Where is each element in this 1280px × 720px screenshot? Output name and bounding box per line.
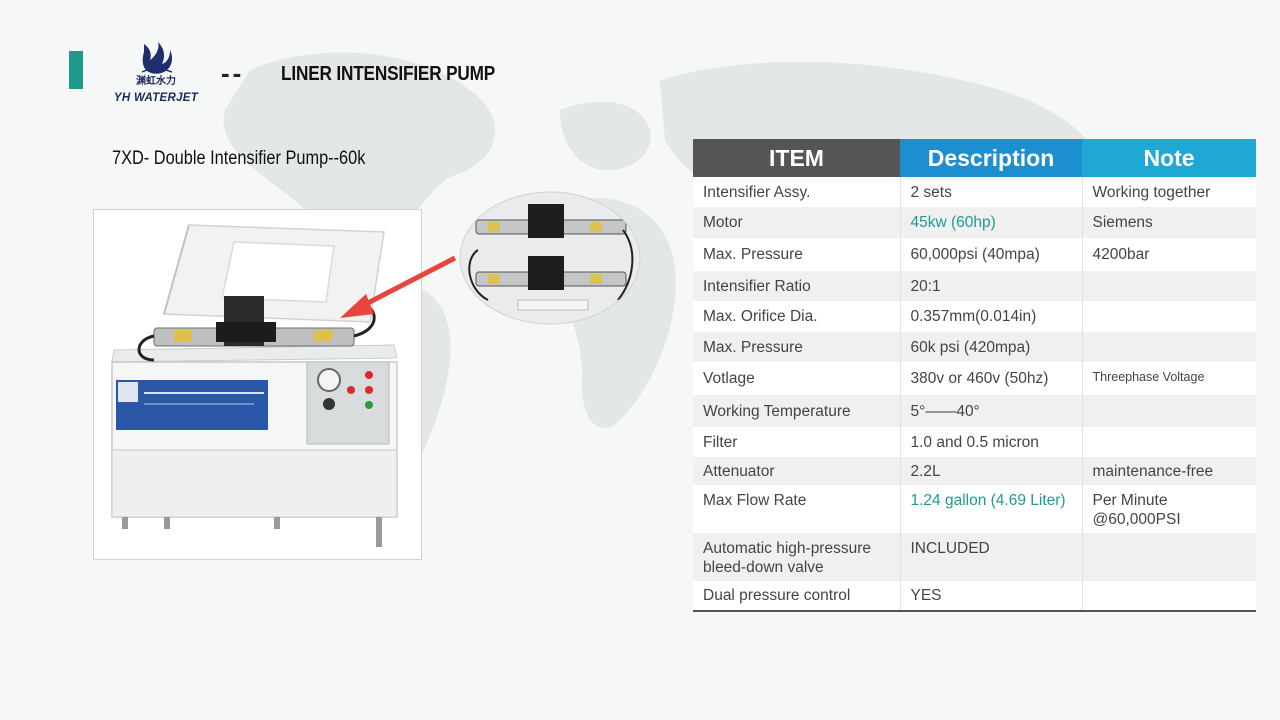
header-note: Note [1082, 139, 1256, 177]
cell-note [1082, 301, 1256, 332]
company-logo: 渊虹水力 YH WATERJET [108, 38, 204, 108]
cell-item: Filter [693, 427, 900, 457]
table-row: Automatic high-pressure bleed-down valve… [693, 533, 1256, 581]
cell-description: YES [899, 581, 1083, 612]
spec-table: ITEM Description Note Intensifier Assy. … [693, 139, 1256, 612]
cell-note [1082, 332, 1256, 362]
cell-item: Working Temperature [693, 395, 900, 427]
table-row: Intensifier Ratio 20:1 [693, 271, 1256, 301]
cell-description: 0.357mm(0.014in) [899, 301, 1083, 332]
cell-note [1082, 427, 1256, 457]
table-row: Intensifier Assy. 2 sets Working togethe… [693, 177, 1256, 207]
cell-item: Attenuator [693, 457, 900, 485]
cell-description: 1.0 and 0.5 micron [899, 427, 1083, 457]
cell-note: Threephase Voltage [1082, 362, 1256, 395]
cell-item: Dual pressure control [693, 581, 900, 612]
table-row: Motor 45kw (60hp) Siemens [693, 207, 1256, 238]
cell-description: 60k psi (420mpa) [899, 332, 1083, 362]
pump-model-subtitle: 7XD- Double Intensifier Pump--60k [112, 148, 366, 169]
table-row: Max. Pressure 60,000psi (40mpa) 4200bar [693, 238, 1256, 271]
cell-item: Automatic high-pressure bleed-down valve [693, 533, 900, 581]
logo-chinese-text: 渊虹水力 [136, 76, 176, 87]
cell-description: 2.2L [899, 457, 1083, 485]
pump-illustration [94, 210, 421, 559]
cell-description: INCLUDED [899, 533, 1083, 581]
cell-item: Motor [693, 207, 900, 238]
cell-note: Per Minute @60,000PSI [1082, 485, 1256, 533]
pump-photo [94, 210, 421, 559]
cell-item: Max. Pressure [693, 332, 900, 362]
table-row: Dual pressure control YES [693, 581, 1256, 612]
cell-note [1082, 581, 1256, 612]
table-header-row: ITEM Description Note [693, 139, 1256, 177]
header-item: ITEM [693, 139, 900, 177]
cell-item: Intensifier Assy. [693, 177, 900, 207]
cell-note: Working together [1082, 177, 1256, 207]
cell-item: Max Flow Rate [693, 485, 900, 533]
cell-note [1082, 271, 1256, 301]
logo-english-text: YH WATERJET [113, 92, 199, 104]
table-row: Max. Pressure 60k psi (420mpa) [693, 332, 1256, 362]
header-description: Description [900, 139, 1082, 177]
cell-description: 45kw (60hp) [899, 207, 1083, 238]
cell-description: 1.24 gallon (4.69 Liter) [899, 485, 1083, 533]
intensifier-closeup-photo [459, 191, 641, 325]
accent-bar [69, 51, 83, 89]
page-title: LINER INTENSIFIER PUMP [281, 63, 496, 85]
cell-description: 2 sets [899, 177, 1083, 207]
cell-item: Max. Orifice Dia. [693, 301, 900, 332]
cell-item: Max. Pressure [693, 238, 900, 271]
cell-note [1082, 533, 1256, 581]
table-row: Votlage 380v or 460v (50hz) Threephase V… [693, 362, 1256, 395]
logo-mark-icon [141, 42, 173, 74]
cell-item: Votlage [693, 362, 900, 395]
cell-note: Siemens [1082, 207, 1256, 238]
table-row: Working Temperature 5°——40° [693, 395, 1256, 427]
cell-description: 380v or 460v (50hz) [899, 362, 1083, 395]
table-row: Max Flow Rate 1.24 gallon (4.69 Liter) P… [693, 485, 1256, 533]
title-separator: -- [221, 58, 245, 88]
cell-description: 5°——40° [899, 395, 1083, 427]
cell-description: 60,000psi (40mpa) [899, 238, 1083, 271]
cell-item: Intensifier Ratio [693, 271, 900, 301]
cell-note: 4200bar [1082, 238, 1256, 271]
table-row: Filter 1.0 and 0.5 micron [693, 427, 1256, 457]
cell-note [1082, 395, 1256, 427]
table-row: Attenuator 2.2L maintenance-free [693, 457, 1256, 485]
cell-description: 20:1 [899, 271, 1083, 301]
cell-note: maintenance-free [1082, 457, 1256, 485]
table-row: Max. Orifice Dia. 0.357mm(0.014in) [693, 301, 1256, 332]
